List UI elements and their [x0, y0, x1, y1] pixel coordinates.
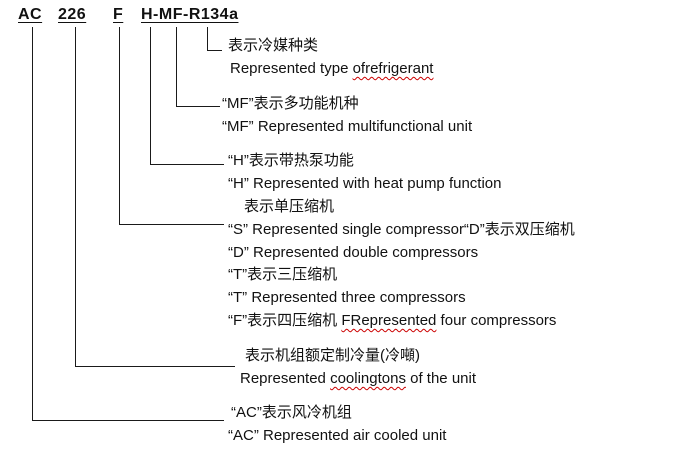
compressor-single-zh: 表示单压缩机 — [244, 198, 335, 215]
cooling-capacity-label-en: Represented coolingtons of the unit — [240, 369, 476, 389]
connector-ac-vertical — [32, 27, 33, 421]
compressor-double-en: “D” Represented double compressors — [228, 244, 479, 261]
model-segment-capacity: 226 — [58, 6, 87, 23]
connector-capacity-horizontal — [75, 366, 235, 367]
model-segment-ac: AC — [18, 6, 43, 23]
compressor-quad-zh: “F”表示四压缩机 — [228, 312, 342, 329]
connector-heatpump-vertical — [150, 27, 151, 165]
model-segment-suffix: H-MF-R134a — [141, 6, 239, 23]
connector-compressor-horizontal — [119, 224, 224, 225]
air-cooled-label-en: “AC” Represented air cooled unit — [228, 427, 447, 444]
compressor-triple-en: “T” Represented three compressors — [228, 289, 466, 306]
misspelled-word-coolingtons: coolingtons — [330, 370, 406, 387]
compressor-single-en: “S” Represented single compressor“D”表示双压… — [228, 221, 575, 238]
refrigerant-en-text: Represented type — [230, 60, 353, 77]
connector-refrigerant-vertical — [207, 27, 208, 51]
connector-heatpump-horizontal — [150, 164, 224, 165]
compressor-triple-zh: “T”表示三压缩机 — [228, 266, 338, 283]
connector-mf-horizontal — [176, 106, 220, 107]
compressor-quad-en: four compressors — [436, 312, 557, 329]
air-cooled-label-zh: “AC”表示风冷机组 — [231, 404, 352, 421]
misspelled-word-frepresented: FRepresented — [341, 312, 437, 329]
refrigerant-label-zh: 表示冷媒种类 — [228, 37, 319, 54]
connector-refrigerant-horizontal — [207, 50, 222, 51]
cooling-capacity-en-3: of the unit — [405, 370, 477, 387]
compressor-quad-line: “F”表示四压缩机 FRepresented four compressors — [228, 311, 556, 331]
multifunctional-label-en: “MF” Represented multifunctional unit — [222, 118, 473, 135]
connector-ac-horizontal — [32, 420, 224, 421]
cooling-capacity-en-1: Represented — [240, 370, 331, 387]
cooling-capacity-label-zh: 表示机组额定制冷量(冷噸) — [245, 347, 420, 364]
multifunctional-label-zh: “MF”表示多功能机种 — [222, 95, 359, 112]
refrigerant-label-en: Represented type ofrefrigerant — [230, 59, 433, 79]
model-segment-f: F — [113, 6, 124, 23]
heat-pump-label-zh: “H”表示带热泵功能 — [228, 152, 354, 169]
connector-mf-vertical — [176, 27, 177, 107]
connector-compressor-vertical — [119, 27, 120, 225]
heat-pump-label-en: “H” Represented with heat pump function — [228, 175, 502, 192]
misspelled-word-ofrefrigerant: ofrefrigerant — [352, 60, 434, 77]
connector-capacity-vertical — [75, 27, 76, 367]
